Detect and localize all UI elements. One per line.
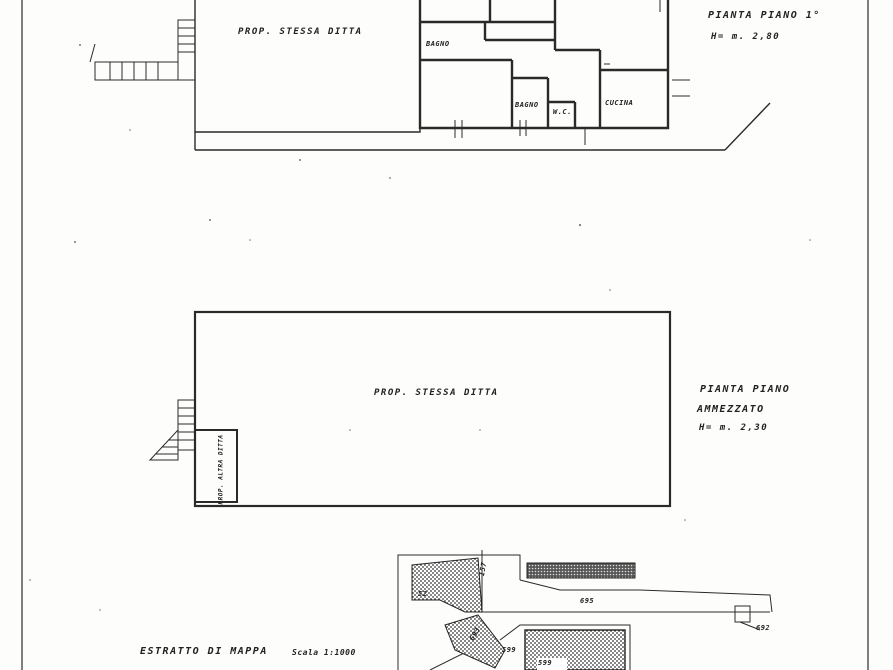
upper-window-marks [454,0,690,145]
mezzanine-side-note: PROP. ALTRA DITTA [217,434,225,505]
mezzanine-outline [193,310,672,508]
map-parcel-hatched-mid [444,614,506,669]
mezzanine-staircase [148,399,196,461]
mezzanine-side-room [194,429,238,503]
room-label-bagno-2: BAGNO [515,101,539,109]
mezzanine-prop-label: PROP. STESSA DITTA [374,388,499,398]
room-label-bagno-1: BAGNO [426,40,450,48]
mezzanine-height: H= m. 2,30 [699,423,769,433]
upper-plan-title: PIANTA PIANO 1° [708,10,821,21]
parcel-label-599-b: 599 [538,659,553,667]
room-label-cucina: CUCINA [605,99,634,107]
parcel-label-599-a: 599 [502,646,517,654]
map-parcel-hatched-left [411,557,483,613]
mezzanine-subtitle: AMMEZZATO [697,404,765,415]
map-title: ESTRATTO DI MAPPA [140,646,268,657]
upper-staircase [89,19,196,81]
parcel-label-692: 692 [756,624,771,632]
upper-plan-rooms [418,0,670,130]
room-label-wc: W.C. [553,108,572,116]
upper-plan-prop-label: PROP. STESSA DITTA [238,27,363,37]
upper-plan-height: H= m. 2,80 [711,32,781,42]
cadastral-map-lines [397,550,773,670]
parcel-label-695: 695 [580,597,595,605]
parcel-label-52: 52 [418,590,428,598]
map-scale: Scala 1:1000 [292,648,356,657]
map-parcel-dense-top [526,562,636,579]
scan-noise [29,44,811,611]
mezzanine-title: PIANTA PIANO [700,384,791,395]
